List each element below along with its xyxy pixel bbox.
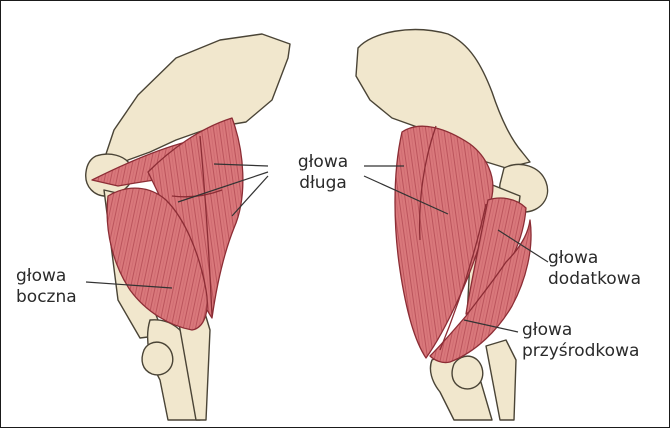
label-lateral-head-line1: głowa xyxy=(16,266,77,287)
label-long-head-line2: długa xyxy=(278,173,368,194)
label-accessory-head-line2: dodatkowa xyxy=(548,269,641,290)
label-lateral-head: głowa boczna xyxy=(16,266,77,308)
label-accessory-head: głowa dodatkowa xyxy=(548,248,641,290)
label-long-head-line1: głowa xyxy=(278,152,368,173)
label-lateral-head-line2: boczna xyxy=(16,287,77,308)
label-medial-head-line2: przyśrodkowa xyxy=(522,341,639,362)
label-long-head: głowa długa xyxy=(278,152,368,194)
label-accessory-head-line1: głowa xyxy=(548,248,641,269)
label-medial-head-line1: głowa xyxy=(522,320,639,341)
label-medial-head: głowa przyśrodkowa xyxy=(522,320,639,362)
